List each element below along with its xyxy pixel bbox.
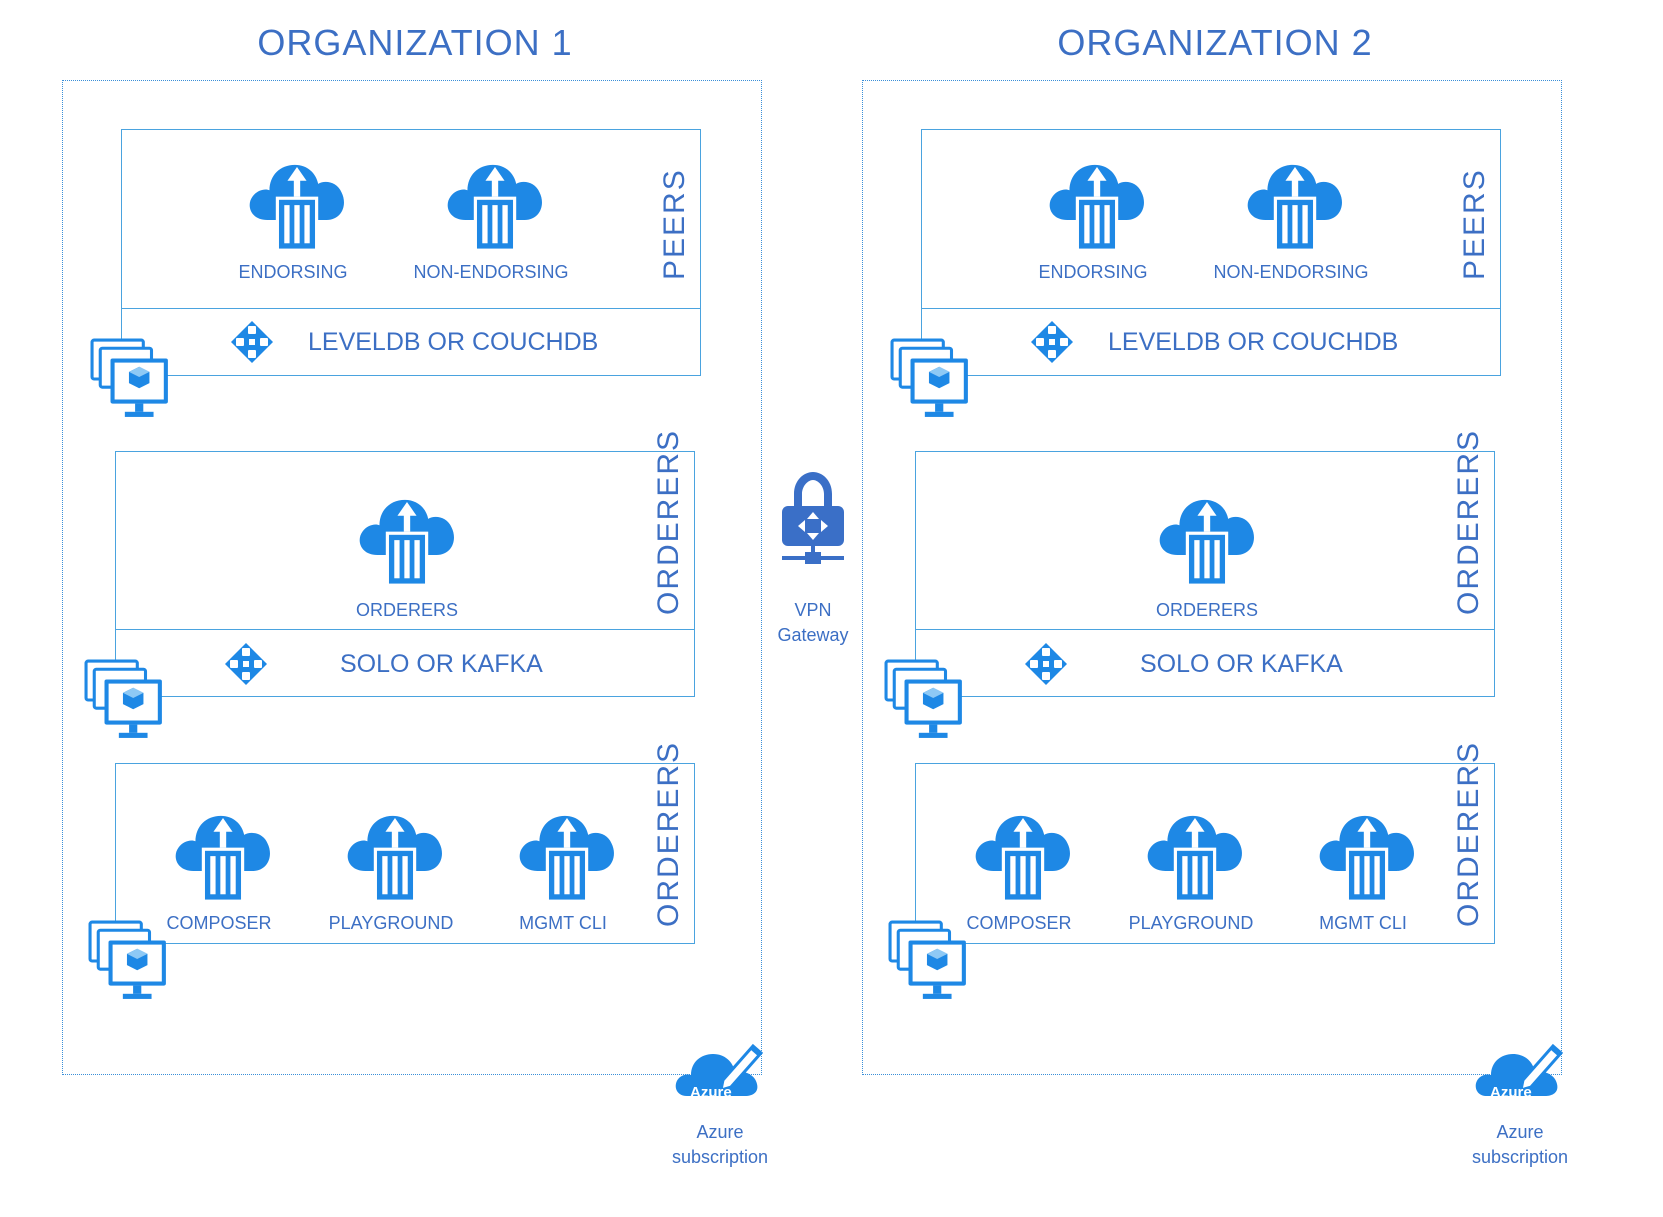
- org-2-azure-badge-text: Azure: [1490, 1084, 1532, 1101]
- load-balancer-icon: [224, 642, 268, 686]
- container-cloud-icon: [244, 152, 350, 254]
- org-1-peers-label: PEERS: [658, 168, 691, 280]
- container-cloud-icon: [342, 803, 448, 905]
- org-2-peer-non-endorsing-label: NON-ENDORSING: [1213, 262, 1369, 282]
- container-cloud-icon: [514, 803, 620, 905]
- org-2-azure-caption: Azure subscription: [1440, 1120, 1600, 1170]
- org-1-peer-endorsing-label: ENDORSING: [238, 262, 348, 282]
- container-cloud-icon: [1314, 803, 1420, 905]
- org-2-peers-label: PEERS: [1458, 168, 1491, 280]
- org-2-azure-caption-line1: Azure: [1496, 1122, 1544, 1142]
- org-1-azure-caption-line2: subscription: [671, 1147, 769, 1167]
- org-2-playground-label: PLAYGROUND: [1128, 913, 1254, 933]
- vpn-caption-line2: Gateway: [777, 625, 849, 645]
- org-2-tools-label: ORDERERS: [1452, 740, 1485, 927]
- container-cloud-icon: [1142, 803, 1248, 905]
- org-2-peers-panel: [921, 129, 1501, 376]
- org-1-azure-caption: Azure subscription: [640, 1120, 800, 1170]
- org-2-peers-db-row: [922, 308, 1500, 375]
- vpn-gateway-caption: VPN Gateway: [753, 598, 873, 648]
- org-1-tools-label: ORDERERS: [652, 740, 685, 927]
- org-2-composer-label: COMPOSER: [966, 913, 1072, 933]
- org-1-boundary: [62, 80, 762, 1075]
- vm-scale-set-icon: [890, 338, 972, 420]
- org-1-playground-label: PLAYGROUND: [328, 913, 454, 933]
- vm-scale-set-icon: [888, 920, 970, 1002]
- vpn-gateway-icon: [778, 470, 848, 570]
- container-cloud-icon: [1044, 152, 1150, 254]
- org-1-peers-db-label: LEVELDB OR COUCHDB: [308, 328, 599, 356]
- container-cloud-icon: [354, 487, 460, 589]
- container-cloud-icon: [442, 152, 548, 254]
- org-1-azure-caption-line1: Azure: [696, 1122, 744, 1142]
- org-1-peers-panel: [121, 129, 701, 376]
- load-balancer-icon: [230, 320, 274, 364]
- container-cloud-icon: [970, 803, 1076, 905]
- org-1-orderers-label: ORDERERS: [652, 428, 685, 615]
- vm-scale-set-icon: [90, 338, 172, 420]
- org-2-peers-db-label: LEVELDB OR COUCHDB: [1108, 328, 1399, 356]
- org-2-peer-endorsing-label: ENDORSING: [1038, 262, 1148, 282]
- container-cloud-icon: [1242, 152, 1348, 254]
- container-cloud-icon: [1154, 487, 1260, 589]
- org-1-orderers-mode-label: SOLO OR KAFKA: [340, 650, 543, 678]
- org-1-orderers-item-label: ORDERERS: [355, 600, 458, 620]
- org-1-mgmt-cli-label: MGMT CLI: [519, 913, 607, 933]
- vpn-caption-line1: VPN: [794, 600, 832, 620]
- container-cloud-icon: [170, 803, 276, 905]
- load-balancer-icon: [1024, 642, 1068, 686]
- vm-scale-set-icon: [84, 659, 166, 741]
- vm-scale-set-icon: [88, 920, 170, 1002]
- org-2-orderers-label: ORDERERS: [1452, 428, 1485, 615]
- org-2-title: ORGANIZATION 2: [1057, 22, 1373, 63]
- org-2-orderers-mode-label: SOLO OR KAFKA: [1140, 650, 1343, 678]
- org-2-orderers-item-label: ORDERERS: [1155, 600, 1258, 620]
- org-1-peers-db-row: [122, 308, 700, 375]
- org-2-azure-caption-line2: subscription: [1471, 1147, 1569, 1167]
- org-2-boundary: [862, 80, 1562, 1075]
- org-2-orderers-mode-row: [916, 629, 1494, 696]
- org-2-mgmt-cli-label: MGMT CLI: [1319, 913, 1407, 933]
- org-1-orderers-mode-row: [116, 629, 694, 696]
- org-1-azure-badge-text: Azure: [690, 1084, 732, 1101]
- vm-scale-set-icon: [884, 659, 966, 741]
- org-1-title: ORGANIZATION 1: [257, 22, 573, 63]
- org-1-peer-non-endorsing-label: NON-ENDORSING: [413, 262, 569, 282]
- org-1-composer-label: COMPOSER: [166, 913, 272, 933]
- load-balancer-icon: [1030, 320, 1074, 364]
